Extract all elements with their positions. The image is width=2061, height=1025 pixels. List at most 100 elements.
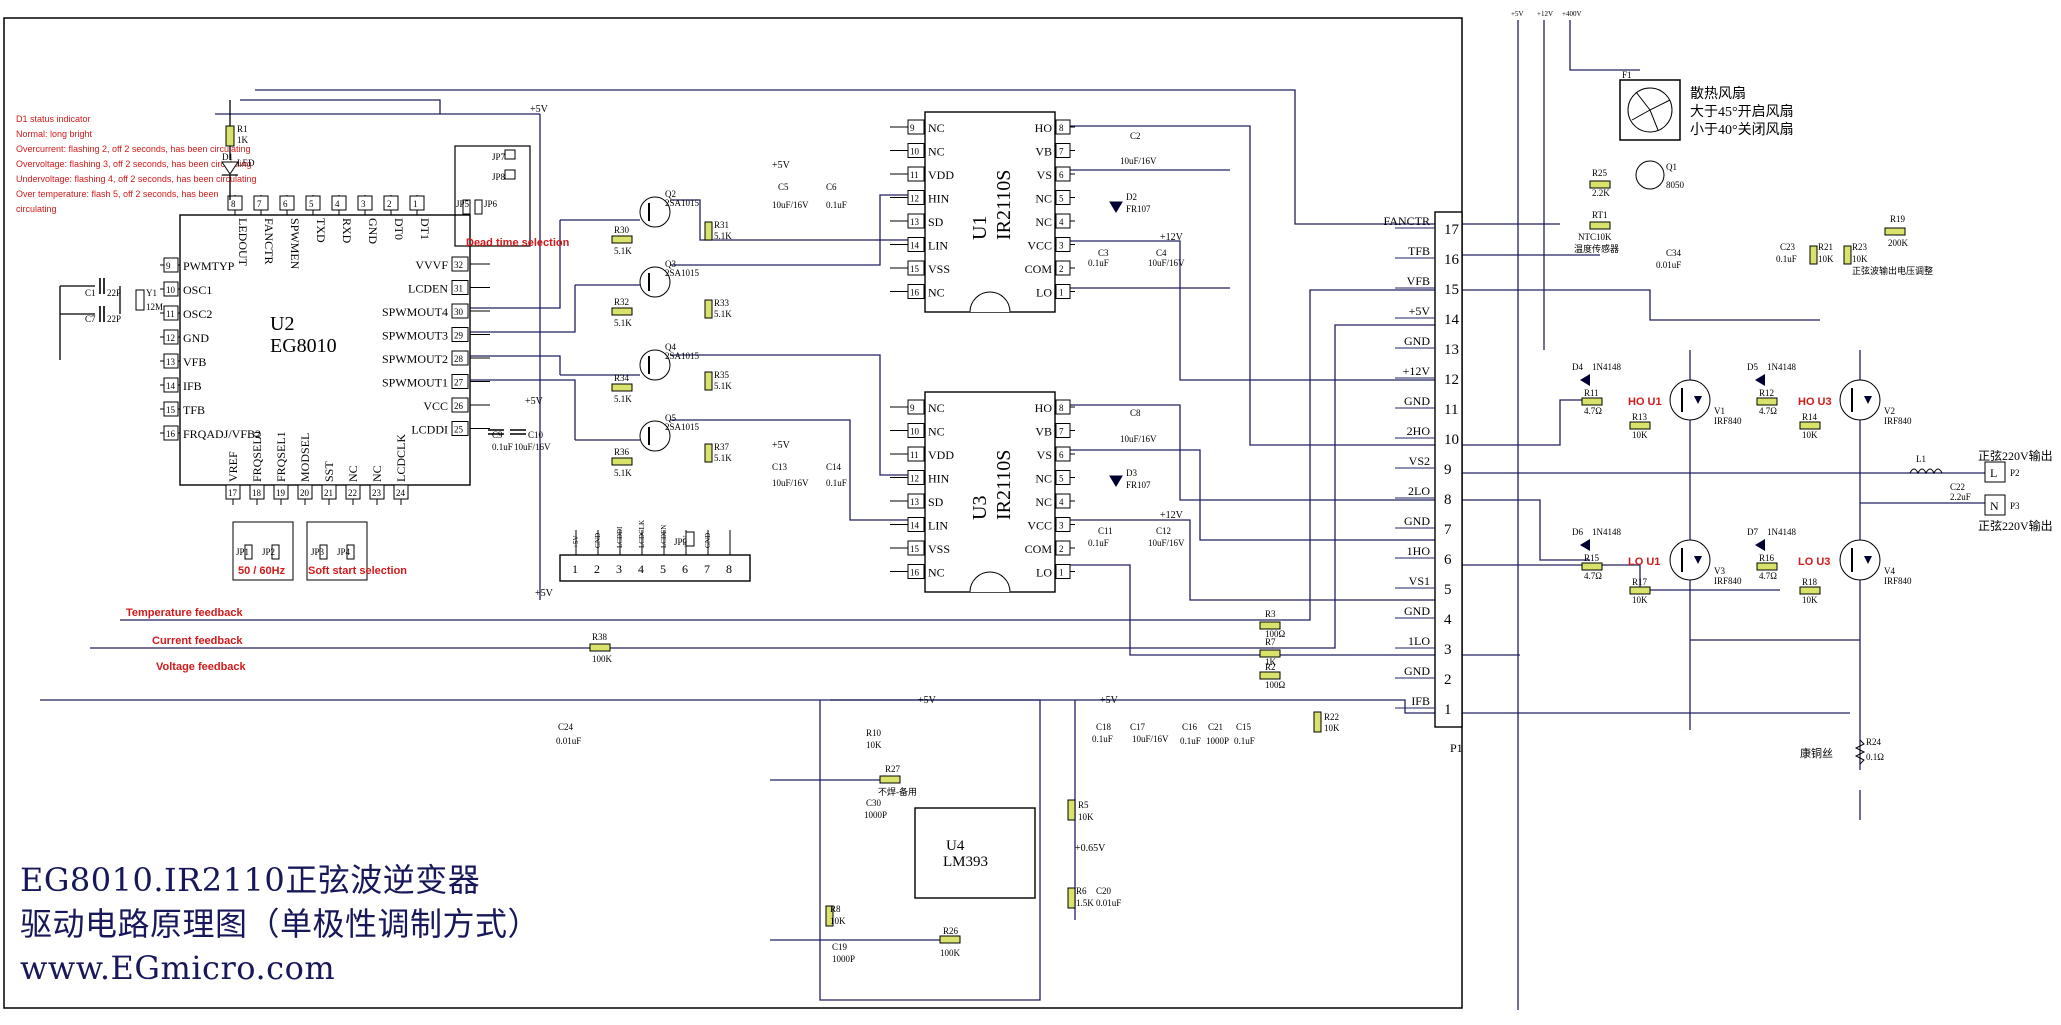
pin-name: VDD: [928, 168, 954, 182]
pin-number: 1: [1444, 702, 1452, 718]
pin-name: PWMTYP: [183, 259, 235, 273]
svg-text:100K: 100K: [940, 948, 961, 958]
pin-number: 7: [1059, 147, 1064, 157]
d1-led: D1 LED: [221, 152, 255, 200]
header-pin-number: 8: [726, 562, 732, 576]
pin-number: 30: [454, 307, 464, 317]
pin-number: 2: [1059, 264, 1064, 274]
status-note: circulating: [16, 204, 57, 214]
pin-number: 32: [454, 260, 463, 270]
pin-number: 10: [166, 285, 176, 295]
pin-name: LCDEN: [408, 282, 448, 296]
pin-number: 9: [910, 403, 915, 413]
svg-text:0.01uF: 0.01uF: [1096, 898, 1121, 908]
svg-text:10uF/16V: 10uF/16V: [1148, 258, 1185, 268]
pin-number: 7: [1059, 427, 1064, 437]
svg-text:+5V: +5V: [1100, 695, 1119, 706]
svg-text:IRF840: IRF840: [1714, 576, 1742, 586]
svg-text:2.2uF: 2.2uF: [1950, 492, 1971, 502]
pin-name: SST: [322, 461, 336, 482]
pin-number: 3: [1444, 642, 1452, 658]
pin-name: VDD: [928, 448, 954, 462]
svg-text:R12: R12: [1759, 388, 1774, 398]
svg-text:1.5K: 1.5K: [1076, 898, 1094, 908]
u2-right-pins: 32VVVF31LCDEN30SPWMOUT429SPWMOUT328SPWMO…: [382, 256, 490, 437]
pin-number: 10: [1444, 432, 1459, 448]
temp-feedback-label: Temperature feedback: [126, 607, 243, 619]
pin-number: 3: [361, 199, 366, 209]
pin-name: NC: [928, 566, 945, 580]
gate-label: LO U3: [1798, 556, 1830, 568]
svg-text:5.1K: 5.1K: [614, 246, 632, 256]
svg-text:R8: R8: [830, 904, 841, 914]
pin-number: 14: [1444, 312, 1460, 328]
pin-number: 3: [1059, 241, 1064, 251]
header-signal: LCDCLK: [638, 520, 646, 548]
svg-text:10uF/16V: 10uF/16V: [1132, 734, 1169, 744]
pin-name: OSC1: [183, 283, 212, 297]
svg-text:C3: C3: [1098, 248, 1109, 258]
pin-number: 15: [910, 264, 920, 274]
svg-text:JP1: JP1: [236, 547, 249, 557]
pin-number: 13: [910, 497, 920, 507]
u4-ref: U4: [946, 838, 965, 854]
svg-text:5.1K: 5.1K: [614, 394, 632, 404]
fan-text: 散热风扇: [1690, 86, 1746, 102]
pin-name: NC: [1035, 472, 1052, 486]
svg-text:+12V: +12V: [1537, 10, 1553, 18]
pin-name: TFB: [1408, 244, 1430, 258]
svg-text:22P: 22P: [107, 288, 121, 298]
pin-name: VS: [1037, 168, 1052, 182]
svg-text:C30: C30: [866, 798, 882, 808]
voltage-feedback-label: Voltage feedback: [156, 661, 247, 673]
pin-name: SD: [928, 215, 944, 229]
pin-name: DT0: [392, 218, 406, 240]
svg-text:2SA1015: 2SA1015: [665, 422, 700, 432]
pin-name: VB: [1035, 425, 1052, 439]
svg-text:FR107: FR107: [1126, 204, 1151, 214]
pin-number: 11: [1444, 402, 1458, 418]
svg-text:R14: R14: [1802, 412, 1818, 422]
pin-number: 4: [335, 199, 340, 209]
svg-text:R38: R38: [592, 632, 608, 642]
pin-number: 4: [1059, 217, 1064, 227]
pin-name: 1LO: [1408, 634, 1430, 648]
fan-driver: R25 2.2K Q1 8050 RT1 NTC10K 温度传感器 C34 0.…: [1574, 160, 1685, 270]
svg-text:100K: 100K: [592, 654, 613, 664]
pin-number: 27: [454, 378, 464, 388]
pin-number: 8: [1444, 492, 1452, 508]
svg-text:10uF/16V: 10uF/16V: [514, 442, 551, 452]
svg-text:C16: C16: [1182, 722, 1198, 732]
pin-number: 19: [276, 488, 286, 498]
shunt-r24: R24 0.1Ω 康铜丝: [1800, 737, 1884, 765]
pin-number: 16: [910, 568, 920, 578]
svg-text:C34: C34: [1666, 248, 1682, 258]
svg-text:10uF/16V: 10uF/16V: [1148, 538, 1185, 548]
u3-support: +5V C13 10uF/16V C14 0.1uF C8 10uF/16V D…: [772, 408, 1185, 548]
svg-text:R18: R18: [1802, 577, 1818, 587]
pin-number: 14: [166, 381, 176, 391]
header-pin-number: 5: [660, 562, 666, 576]
gate-label: HO U3: [1798, 396, 1832, 408]
svg-text:R1: R1: [237, 124, 248, 134]
svg-text:R23: R23: [1852, 242, 1868, 252]
website-link[interactable]: www.EGmicro.com: [20, 949, 336, 987]
pin-number: 4: [1444, 612, 1452, 628]
pin-name: IFB: [1411, 694, 1430, 708]
svg-text:R15: R15: [1584, 553, 1600, 563]
current-feedback-label: Current feedback: [152, 635, 243, 647]
pin-number: 10: [910, 427, 920, 437]
svg-text:R2: R2: [1265, 662, 1276, 672]
svg-text:C1: C1: [85, 288, 96, 298]
fan-text: 小于40°关闭风扇: [1690, 122, 1794, 138]
svg-text:Q5: Q5: [665, 413, 676, 423]
svg-text:NTC10K: NTC10K: [1578, 232, 1612, 242]
svg-text:0.1uF: 0.1uF: [1092, 734, 1113, 744]
svg-text:5.1K: 5.1K: [714, 309, 732, 319]
pin-name: VCC: [1027, 239, 1052, 253]
pin-number: 11: [910, 450, 919, 460]
